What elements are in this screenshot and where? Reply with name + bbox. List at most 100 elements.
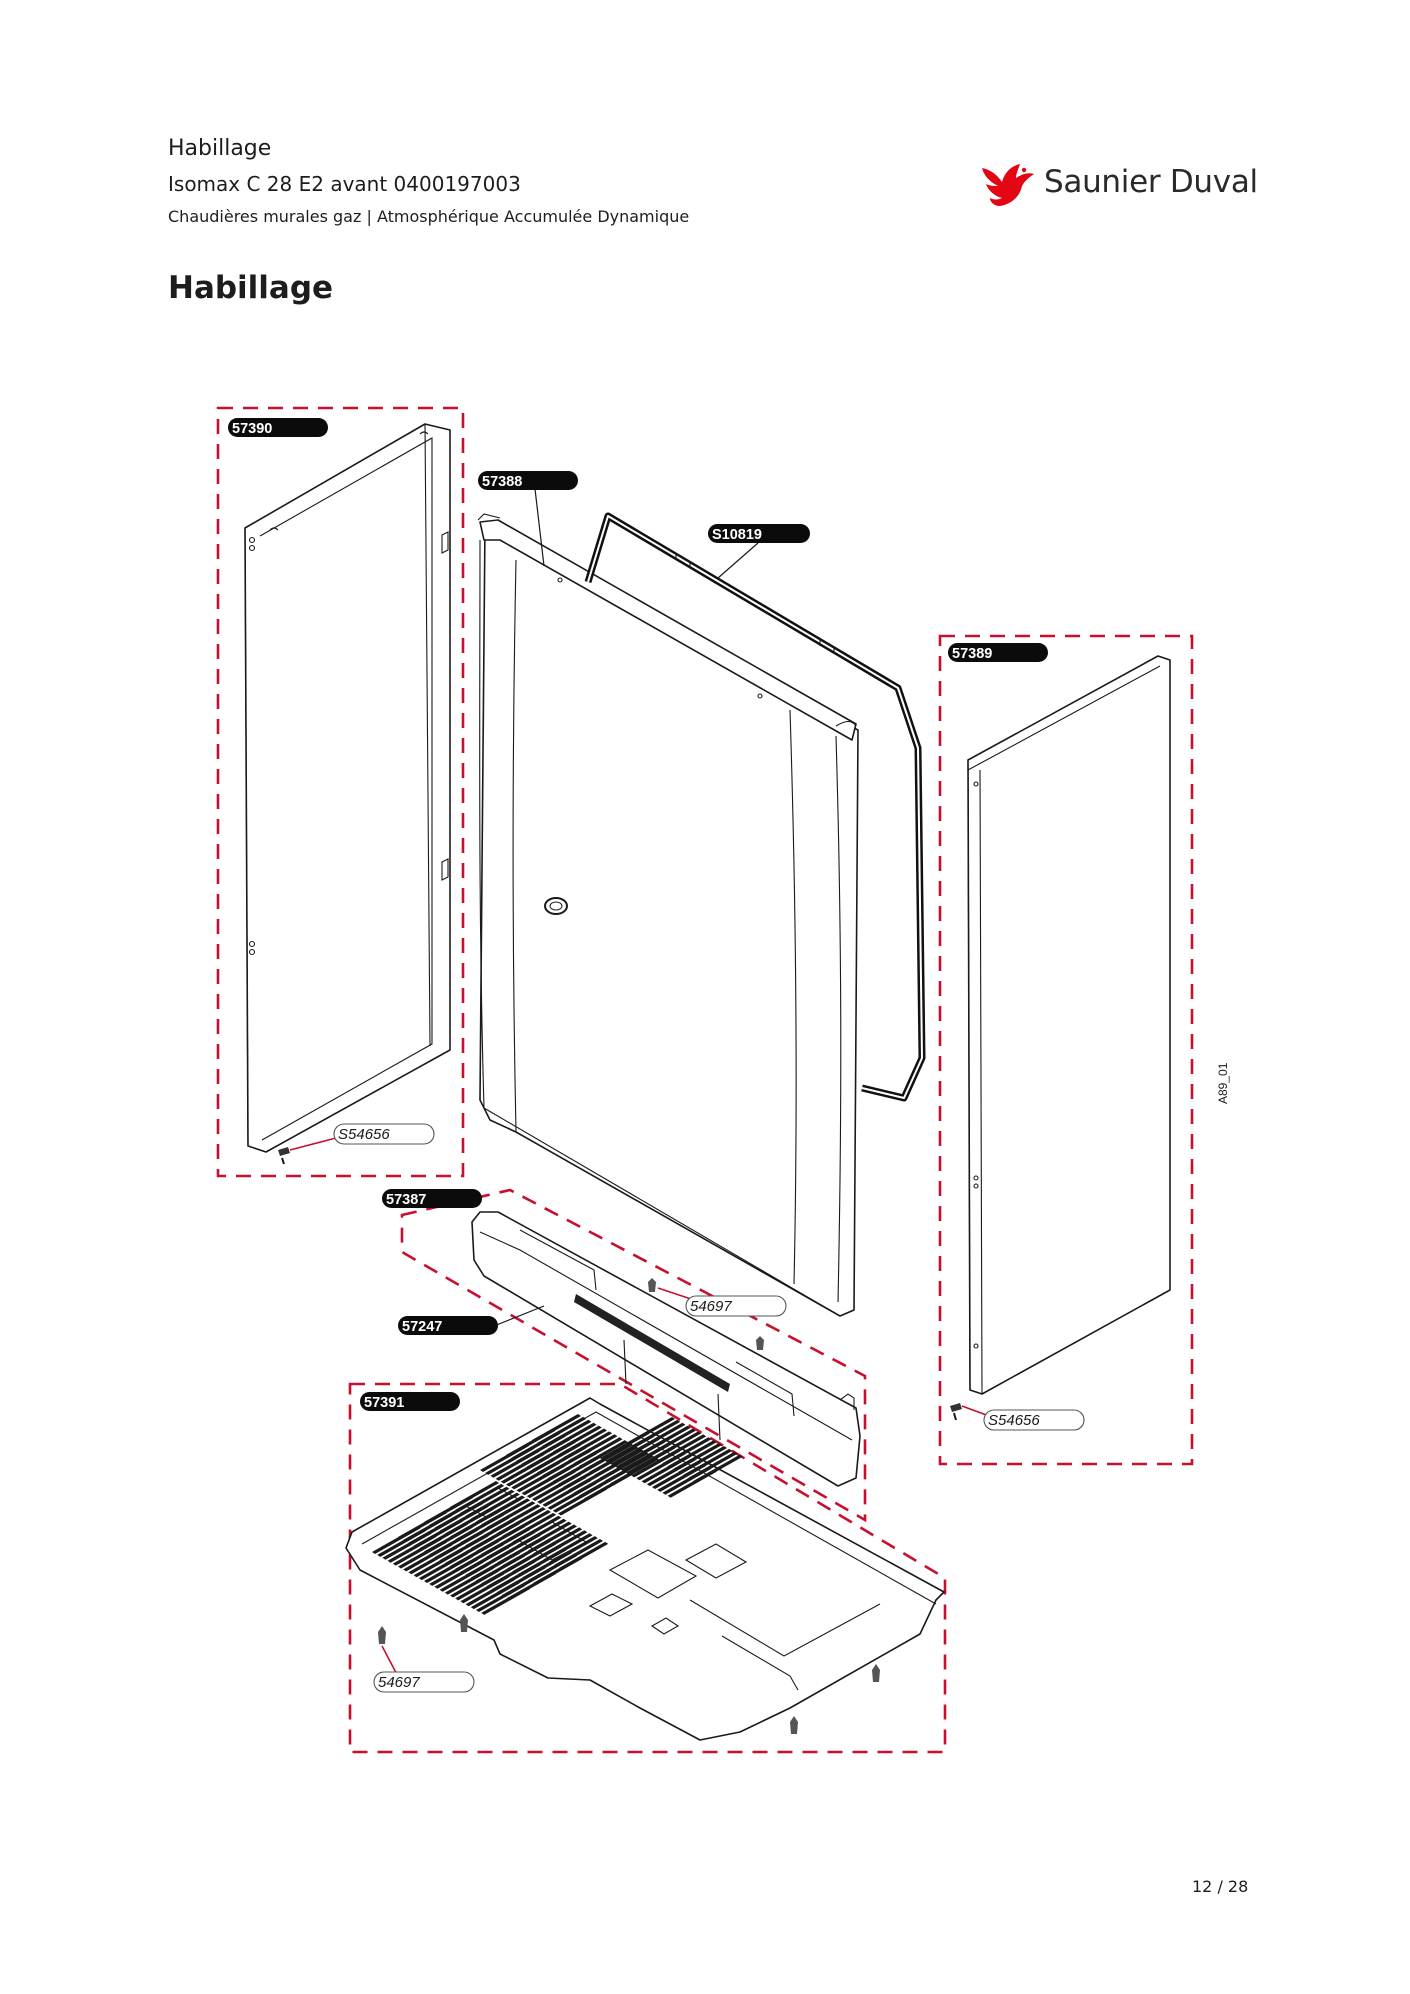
group-box-57387 — [400, 1188, 867, 1523]
vent-slot — [604, 1454, 654, 1483]
model-subtitle: Isomax C 28 E2 avant 0400197003 — [168, 172, 521, 196]
label-57388: 57388 — [478, 471, 578, 490]
vent-slot — [584, 1443, 633, 1471]
screw-icon — [756, 1336, 764, 1350]
vent-slot — [599, 1451, 649, 1480]
svg-text:57391: 57391 — [364, 1395, 404, 1411]
vent-slot — [502, 1510, 551, 1538]
screw-icon — [460, 1614, 468, 1632]
vent-slot — [465, 1489, 515, 1518]
vent-slot — [470, 1492, 520, 1521]
vent-slot — [528, 1524, 577, 1553]
vent-slot — [573, 1437, 623, 1466]
label-57390: 57390 — [228, 418, 328, 437]
label-57389: 57389 — [948, 643, 1048, 662]
group-box-57390 — [216, 406, 465, 1178]
vent-slot — [537, 1416, 587, 1445]
label-57387: 57387 — [382, 1189, 482, 1208]
page-number: 12 / 28 — [1192, 1877, 1249, 1896]
vent-slot — [486, 1501, 536, 1530]
vent-slot — [610, 1457, 659, 1486]
vent-slot — [631, 1419, 681, 1448]
section-heading: Habillage — [168, 270, 334, 306]
vent-slot — [532, 1414, 581, 1442]
group-box-57391 — [348, 1382, 947, 1754]
vent-slot — [568, 1434, 618, 1463]
screw-icon — [872, 1664, 880, 1682]
vent-slot — [558, 1428, 607, 1457]
vent-slot — [678, 1446, 727, 1474]
vent-slot — [538, 1530, 588, 1559]
vent-slot — [450, 1481, 499, 1509]
vent-slot — [578, 1440, 628, 1469]
lower-trim-bar — [471, 1211, 861, 1487]
callout-S54656-left: S54656 — [333, 1123, 435, 1145]
vent-slot — [683, 1448, 733, 1477]
vent-slot — [496, 1507, 546, 1536]
vent-slot — [589, 1445, 639, 1474]
screw-icon — [790, 1716, 798, 1734]
base-cutouts — [464, 1487, 881, 1691]
vent-slot — [460, 1486, 510, 1515]
svg-text:57387: 57387 — [386, 1192, 426, 1208]
svg-text:54697: 54697 — [378, 1674, 420, 1691]
screw-icon — [278, 1147, 290, 1165]
screw-icon — [950, 1403, 962, 1421]
screw-icon — [378, 1626, 386, 1644]
vent-slot — [667, 1440, 717, 1469]
brand-logo: Saunier Duval — [980, 160, 1258, 210]
vent-slot — [688, 1451, 738, 1480]
vent-slot — [693, 1454, 743, 1483]
vent-slot — [548, 1536, 598, 1565]
document-title: Habillage — [168, 136, 272, 161]
vent-slot — [547, 1422, 597, 1451]
vent-slot — [491, 1504, 541, 1533]
vent-slot — [476, 1495, 525, 1524]
svg-text:54697: 54697 — [690, 1298, 732, 1315]
bird-logo-icon — [982, 164, 1034, 206]
front-panel — [477, 513, 859, 1317]
svg-text:57389: 57389 — [952, 646, 992, 662]
label-S10819: S10819 — [708, 524, 810, 543]
vent-slot — [554, 1539, 603, 1567]
vent-slot — [657, 1434, 707, 1463]
vent-slot — [522, 1521, 572, 1550]
callout-S54656-right: S54656 — [983, 1409, 1085, 1431]
vent-slot — [563, 1431, 613, 1460]
svg-text:57247: 57247 — [402, 1319, 442, 1335]
label-57247: 57247 — [398, 1316, 498, 1335]
vent-slot — [517, 1518, 567, 1547]
vent-slot — [594, 1448, 644, 1477]
vent-slot — [672, 1443, 722, 1472]
vent-slot — [636, 1422, 686, 1451]
figure-reference-code: A89_01 — [1216, 1062, 1230, 1104]
screw-icon — [648, 1278, 656, 1292]
right-side-panel — [967, 655, 1171, 1395]
brand-name: Saunier Duval — [1044, 164, 1258, 200]
group-box-57389 — [938, 634, 1194, 1466]
svg-text:S54656: S54656 — [988, 1412, 1040, 1429]
base-vent-grille — [372, 1414, 743, 1615]
svg-text:S54656: S54656 — [338, 1126, 390, 1143]
vent-slot — [559, 1541, 609, 1570]
vent-slot — [543, 1533, 593, 1562]
vent-slot — [507, 1512, 557, 1541]
callout-54697-trim: 54697 — [685, 1295, 787, 1317]
vent-slot — [552, 1425, 602, 1454]
gasket-seal — [584, 512, 926, 1102]
vent-slot — [662, 1437, 712, 1466]
svg-text:S10819: S10819 — [712, 527, 762, 543]
vent-slot — [542, 1419, 592, 1448]
label-57391: 57391 — [360, 1392, 460, 1411]
left-side-panel — [244, 423, 451, 1153]
vent-slot — [646, 1428, 696, 1457]
svg-text:57390: 57390 — [232, 421, 272, 437]
vent-slot — [481, 1498, 531, 1527]
vent-slot — [626, 1417, 675, 1445]
svg-text:57388: 57388 — [482, 474, 522, 490]
vent-slot — [641, 1425, 691, 1454]
callout-54697-base: 54697 — [373, 1671, 475, 1693]
vent-slot — [533, 1527, 583, 1556]
vent-slot — [652, 1431, 701, 1460]
